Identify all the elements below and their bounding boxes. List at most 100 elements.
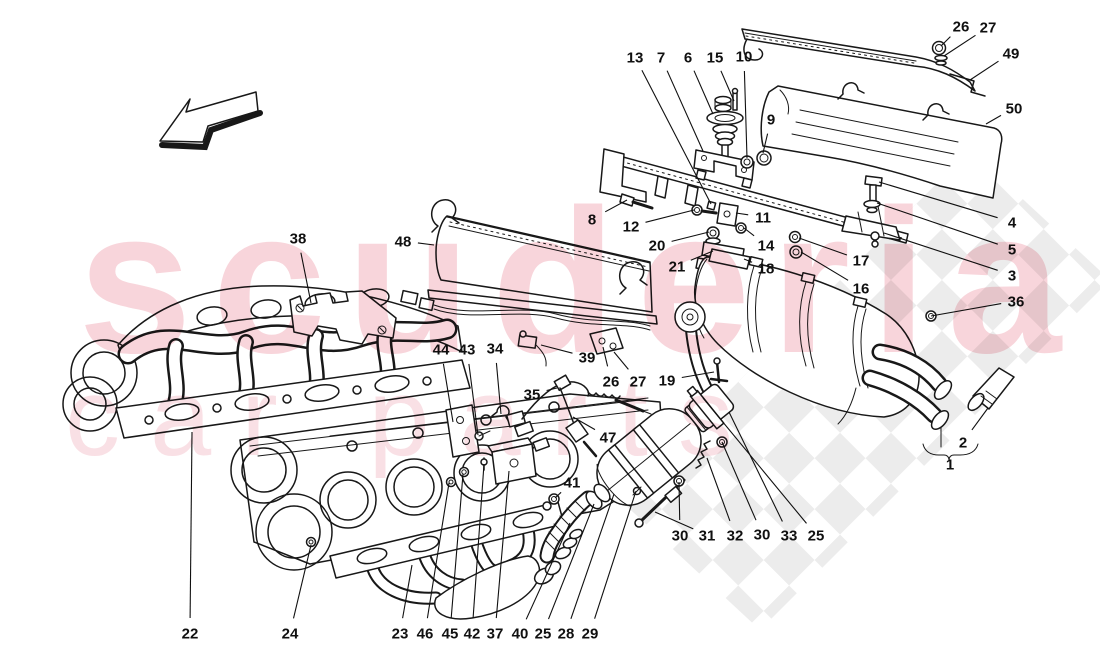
part-number-callout: 18 [758, 261, 775, 278]
part-number-callout: 31 [699, 528, 716, 545]
part-number-callout: 49 [1003, 46, 1020, 63]
part-number-callout: 14 [758, 238, 775, 255]
part-number-callout: 28 [558, 626, 575, 643]
part-number-callout: 23 [392, 626, 409, 643]
leader-line [671, 231, 710, 242]
leader-line [189, 431, 193, 619]
part-number-callout: 13 [627, 50, 644, 67]
protection-panel-and-harness-drawing [400, 199, 658, 331]
leader-line [594, 490, 637, 619]
leader-line [654, 511, 694, 530]
leader-line [525, 522, 571, 620]
leader-line [292, 544, 312, 619]
support-bracket-drawing [289, 290, 397, 345]
part-number-callout: 10 [736, 49, 753, 66]
leader-line [735, 212, 749, 216]
leader-line [472, 463, 485, 619]
part-number-callout: 47 [600, 430, 617, 447]
leader-line [721, 441, 757, 521]
part-number-callout: 45 [442, 626, 459, 643]
leader-line [969, 60, 999, 81]
leader-line [706, 457, 731, 522]
part-number-callout: 5 [1008, 242, 1016, 259]
leader-line [943, 34, 976, 57]
part-number-callout: 32 [727, 528, 744, 545]
leader-line [402, 564, 413, 619]
part-number-callout: 9 [767, 112, 775, 129]
leader-line [702, 397, 807, 524]
part-number-callout: 19 [659, 373, 676, 390]
part-number-callout: 25 [535, 626, 552, 643]
leader-line [690, 250, 714, 261]
leader-line [743, 258, 753, 263]
part-number-callout: 26 [603, 374, 620, 391]
leader-line [613, 351, 629, 370]
lambda-sensors-drawing [505, 327, 652, 458]
part-number-callout: 4 [1008, 215, 1017, 232]
part-number-callout: 1 [946, 457, 954, 474]
part-number-callout: 35 [524, 387, 541, 404]
part-number-callout: 27 [630, 374, 647, 391]
part-number-callout: 22 [182, 626, 199, 643]
group-brace [922, 443, 979, 461]
leader-line [495, 362, 502, 415]
part-number-callout: 33 [781, 528, 798, 545]
leader-line [878, 181, 998, 219]
leader-line [743, 227, 755, 237]
leader-line [666, 70, 704, 152]
leader-line [426, 482, 450, 619]
part-number-callout: 42 [464, 626, 481, 643]
leader-line [743, 70, 748, 159]
part-number-callout: 44 [433, 342, 450, 359]
leader-line [798, 237, 848, 256]
part-number-callout: 34 [487, 341, 504, 358]
leader-line [681, 371, 715, 379]
leader-line [417, 242, 435, 246]
watermark-subtitle-text: car parts [65, 356, 763, 479]
support-rail-drawing [599, 148, 909, 259]
part-number-callout: 24 [282, 626, 299, 643]
direction-arrow-icon [159, 91, 263, 151]
leader-line [693, 70, 714, 115]
part-number-callout: 36 [1008, 294, 1025, 311]
part-number-callout: 41 [564, 475, 581, 492]
part-number-callout: 30 [672, 528, 689, 545]
leader-line [930, 303, 1002, 317]
part-number-callout: 40 [512, 626, 529, 643]
part-number-callout: 46 [417, 626, 434, 643]
leader-line [602, 346, 609, 367]
part-number-callout: 26 [953, 19, 970, 36]
part-number-callout: 39 [579, 350, 596, 367]
part-number-callout: 29 [582, 626, 599, 643]
part-number-callout: 8 [588, 212, 596, 229]
part-number-callout: 6 [684, 50, 692, 67]
leader-line [604, 199, 628, 213]
leader-line [645, 209, 695, 223]
leader-line [883, 232, 998, 271]
part-number-callout: 15 [707, 50, 724, 67]
part-number-callout: 2 [959, 435, 967, 452]
part-number-callout: 12 [623, 219, 640, 236]
part-number-callout: 48 [395, 234, 412, 251]
leader-line [540, 344, 573, 354]
part-number-callout: 38 [290, 231, 307, 248]
leader-line [971, 407, 989, 431]
part-number-callout: 20 [649, 238, 666, 255]
leader-line [762, 133, 769, 154]
part-number-callout: 17 [853, 253, 870, 270]
catalytic-converter-drawing [539, 324, 735, 564]
leader-line [300, 252, 312, 304]
part-number-callout: 21 [669, 259, 686, 276]
leader-line [678, 481, 681, 521]
part-number-callout: 50 [1006, 101, 1023, 118]
watermark-brand-text: scuderia [78, 167, 1081, 396]
part-number-callout: 43 [459, 342, 476, 359]
part-number-callout: 30 [754, 527, 771, 544]
muffler-drawing [674, 248, 1015, 461]
leader-line [720, 70, 735, 102]
leader-line [940, 36, 951, 47]
vibration-mount-drawing [693, 87, 772, 189]
watermark: scuderia car parts [65, 167, 1081, 479]
